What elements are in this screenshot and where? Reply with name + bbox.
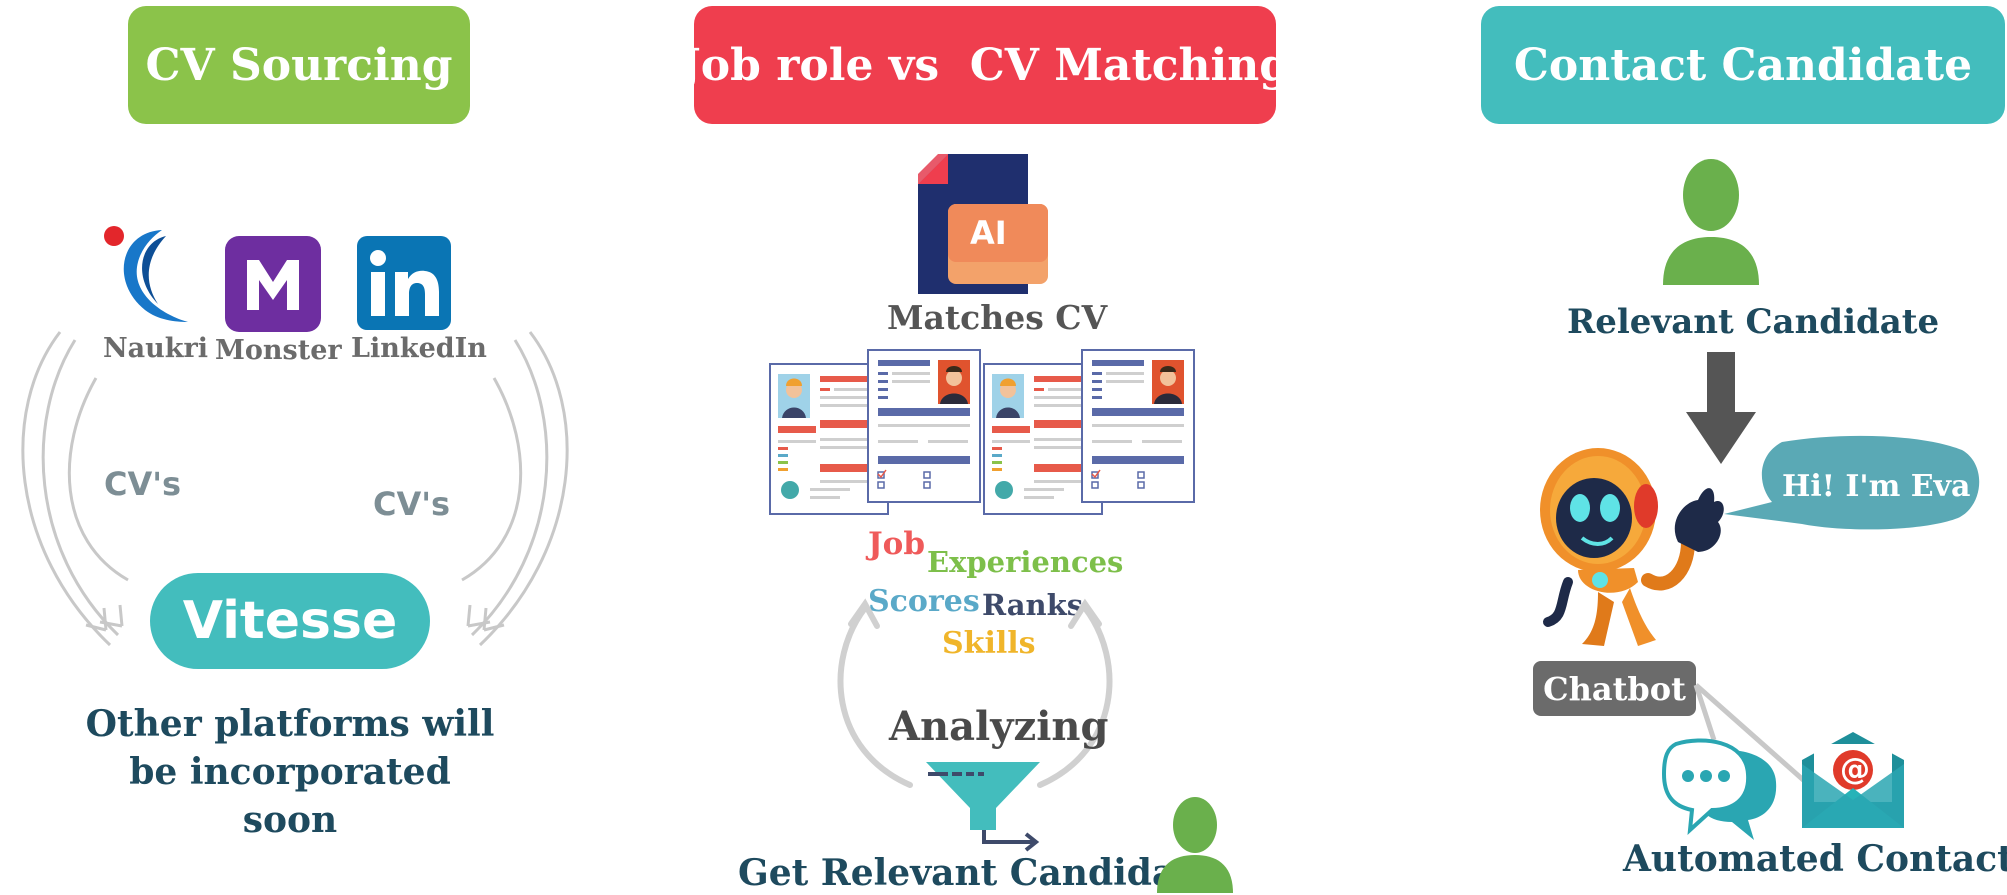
email-envelope-icon: [1802, 732, 1904, 828]
tag-experiences: Experiences: [927, 545, 1124, 579]
tag-scores: Scores: [868, 584, 980, 619]
down-arrow-icon: [1686, 352, 1756, 464]
cv-sourcing-title: CV Sourcing: [145, 39, 453, 91]
vitesse-label: Vitesse: [182, 591, 398, 651]
speech-bubble-text: Hi! I'm Eva: [1782, 469, 1971, 504]
naukri-label: Naukri: [103, 333, 208, 364]
chat-bubbles-icon: [1661, 738, 1777, 840]
ai-badge: AI: [970, 214, 1007, 252]
vitesse-hub: Vitesse: [150, 573, 430, 669]
robot-mascot-icon: [1540, 448, 1724, 646]
curved-arrows-right: [461, 331, 569, 647]
resume-cards-icon: [769, 349, 1195, 515]
platforms-note-line-2: be incorporated soon: [129, 751, 451, 841]
cv-flow-label-right: CV's: [373, 485, 451, 523]
candidate-person-icon: [1663, 159, 1759, 285]
linkedin-logo-icon: [357, 236, 451, 330]
tag-skills: Skills: [942, 626, 1036, 661]
platforms-note: Other platforms will be incorporated soo…: [80, 700, 500, 844]
linkedin-label: LinkedIn: [351, 333, 487, 364]
monster-logo-icon: [225, 236, 321, 332]
cv-sourcing-banner: CV Sourcing: [128, 6, 470, 124]
matching-banner: Job role vs CV Matching: [680, 6, 1290, 124]
person-icon: [1157, 797, 1233, 893]
chatbot-connectors: [1693, 683, 1820, 795]
chatbot-badge: Chatbot: [1533, 661, 1696, 716]
naukri-logo-icon: [104, 226, 188, 322]
get-relevant-candidate-label: Get Relevant Candidate: [738, 852, 1215, 894]
contact-banner: Contact Candidate: [1481, 6, 2005, 124]
email-at-symbol: @: [1840, 752, 1870, 787]
contact-title: Contact Candidate: [1513, 39, 1973, 91]
ai-document-icon: [918, 154, 1048, 294]
platforms-note-line-1: Other platforms will: [85, 703, 495, 745]
monster-label: Monster: [215, 335, 342, 366]
automated-contact-label: Automated Contact: [1623, 838, 2007, 880]
analyzing-cycle-arrows: [837, 598, 1113, 788]
matches-cv-label: Matches CV: [887, 298, 1108, 337]
chatbot-label: Chatbot: [1543, 669, 1686, 708]
matching-title: Job role vs CV Matching: [679, 39, 1291, 91]
funnel-icon: [926, 762, 1040, 852]
analyzing-label: Analyzing: [889, 703, 1109, 750]
curved-arrows-left: [21, 331, 129, 647]
speech-bubble: [1724, 435, 1980, 530]
tag-ranks: Ranks: [982, 588, 1084, 622]
relevant-candidate-label: Relevant Candidate: [1567, 302, 1940, 342]
cv-flow-label-left: CV's: [104, 465, 182, 503]
tag-job: Job: [868, 526, 926, 562]
